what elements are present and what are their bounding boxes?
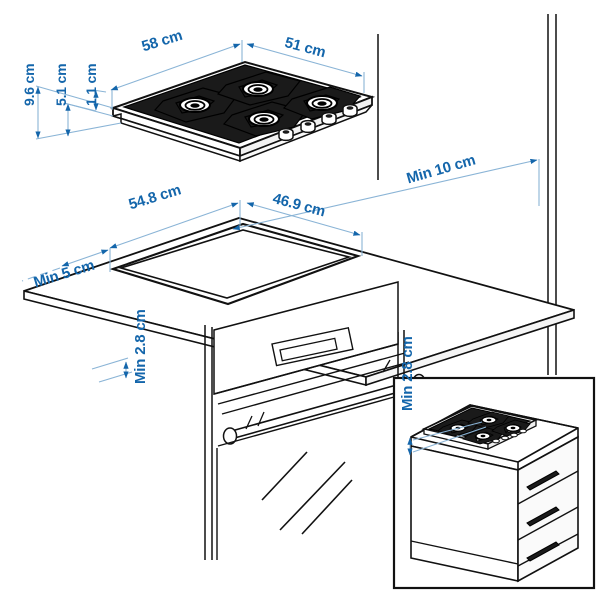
built-in-oven [204, 281, 426, 560]
gas-hob-exploded [109, 60, 376, 163]
worktop-thickness-dimension [91, 357, 133, 383]
hob-height-dimensions [35, 85, 122, 140]
inset-gas-hob [421, 405, 539, 451]
inset-base-cabinet [407, 404, 579, 583]
drawer-handle [526, 470, 560, 562]
cutout-dimensions [21, 158, 540, 282]
hob-control-knobs [278, 103, 358, 142]
hob-top-dimensions [110, 40, 365, 110]
